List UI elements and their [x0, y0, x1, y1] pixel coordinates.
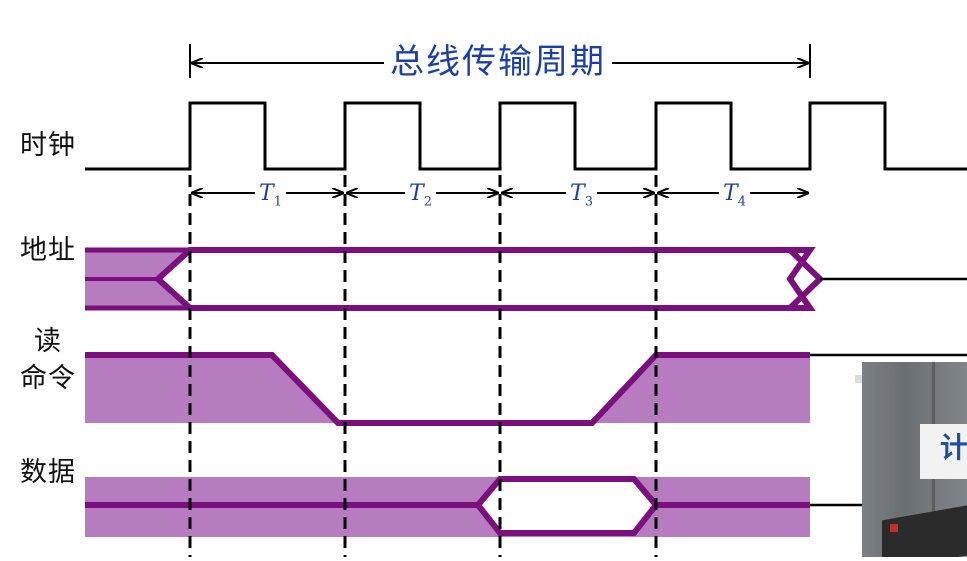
- diagram-title: 总线传输周期: [384, 42, 612, 82]
- video-board-text: 计: [940, 431, 967, 464]
- video-board: [920, 424, 967, 479]
- read-command-signal: [85, 352, 967, 426]
- cycle-guides: [188, 175, 658, 557]
- read-label: 读: [34, 326, 62, 357]
- data-label: 数据: [20, 457, 76, 488]
- laptop-logo-icon: [890, 524, 898, 532]
- clock-waveform: [85, 101, 967, 171]
- period-label-t4: T4: [719, 182, 750, 215]
- data-signal: [85, 476, 967, 537]
- address-signal: [85, 247, 967, 311]
- address-label: 地址: [20, 235, 76, 266]
- video-overlay-marker: [855, 375, 865, 383]
- period-label-t1: T1: [255, 182, 286, 215]
- presenter-video-inset: 计: [862, 362, 967, 557]
- period-label-t3: T3: [566, 182, 597, 215]
- clock-label: 时钟: [20, 130, 76, 161]
- period-label-t2: T2: [405, 182, 436, 215]
- command-label: 命令: [20, 363, 76, 394]
